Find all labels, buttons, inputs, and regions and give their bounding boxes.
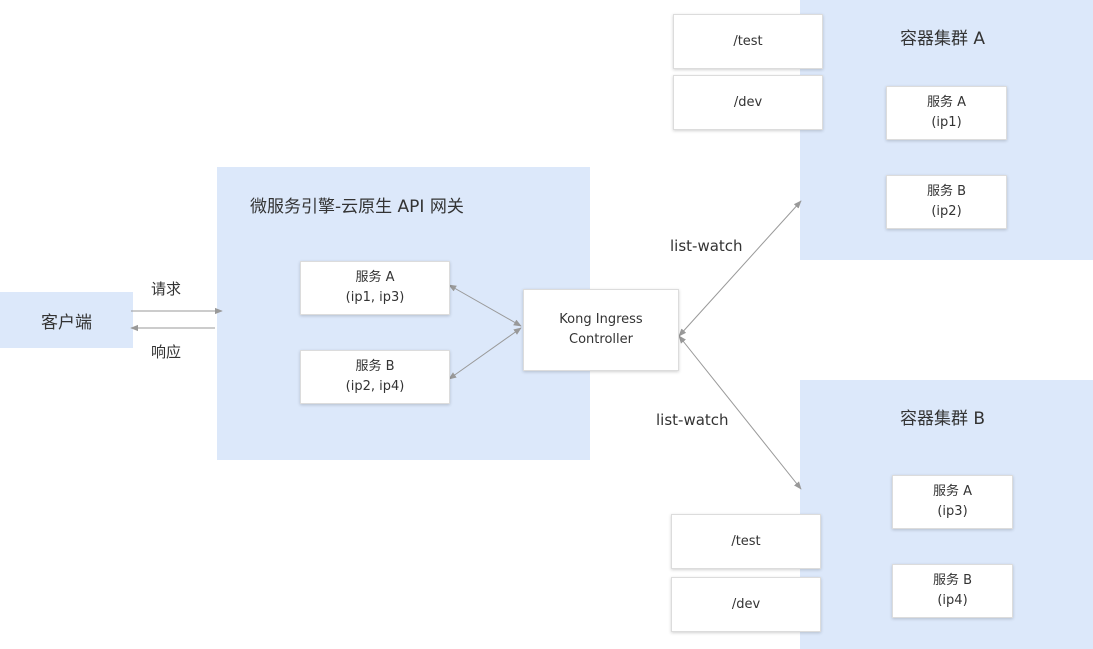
gateway-service-b-ips: (ip2, ip4) xyxy=(345,379,405,394)
cluster-b-service-b-name: 服务 B xyxy=(932,573,973,588)
response-label: 响应 xyxy=(151,343,182,361)
cluster-b-title: 容器集群 B xyxy=(900,409,986,429)
gateway-title: 微服务引擎-云原生 API 网关 xyxy=(250,197,464,217)
gateway-service-a-box: 服务 A (ip1, ip3) xyxy=(300,261,450,315)
route-label: /test xyxy=(731,533,761,549)
cluster-b-service-a-box: 服务 A (ip3) xyxy=(892,475,1013,529)
controller-cluster-a-link xyxy=(678,200,802,337)
route-label: /dev xyxy=(733,94,763,110)
cluster-a-service-a-name: 服务 A xyxy=(926,95,967,110)
route-label: /dev xyxy=(731,596,761,612)
gw-service-a-controller-link xyxy=(448,284,522,327)
client-region: 客户端 xyxy=(0,292,133,348)
cluster-b-route-test: /test xyxy=(671,514,821,569)
list-watch-upper-label: list-watch xyxy=(670,237,743,255)
cluster-b-service-a-name: 服务 A xyxy=(932,484,973,499)
cluster-b-service-a-ips: (ip3) xyxy=(937,504,968,519)
cluster-a-service-b-ips: (ip2) xyxy=(931,204,962,219)
gateway-service-b-name: 服务 B xyxy=(355,359,395,374)
route-label: /test xyxy=(733,33,763,49)
gateway-service-a-name: 服务 A xyxy=(355,270,395,285)
gateway-service-a-ips: (ip1, ip3) xyxy=(345,290,405,305)
cluster-a-service-b-name: 服务 B xyxy=(926,184,967,199)
gw-service-b-controller-link xyxy=(448,327,522,380)
controller-line1: Kong Ingress xyxy=(559,312,643,327)
controller-cluster-b-link xyxy=(678,335,802,490)
cluster-b-route-dev: /dev xyxy=(671,577,821,632)
cluster-a-service-a-ips: (ip1) xyxy=(931,115,962,130)
cluster-a-title: 容器集群 A xyxy=(900,29,986,49)
client-label: 客户端 xyxy=(41,312,92,333)
cluster-a-route-dev: /dev xyxy=(673,75,823,130)
cluster-a-service-a-box: 服务 A (ip1) xyxy=(886,86,1007,140)
gateway-service-b-box: 服务 B (ip2, ip4) xyxy=(300,350,450,404)
cluster-a-route-test: /test xyxy=(673,14,823,69)
controller-line2: Controller xyxy=(569,332,633,347)
request-label: 请求 xyxy=(151,280,182,298)
cluster-b-service-b-box: 服务 B (ip4) xyxy=(892,564,1013,618)
cluster-b-service-b-ips: (ip4) xyxy=(937,593,968,608)
list-watch-lower-label: list-watch xyxy=(656,411,729,429)
cluster-a-service-b-box: 服务 B (ip2) xyxy=(886,175,1007,229)
kong-ingress-controller-box: Kong Ingress Controller xyxy=(523,289,679,371)
